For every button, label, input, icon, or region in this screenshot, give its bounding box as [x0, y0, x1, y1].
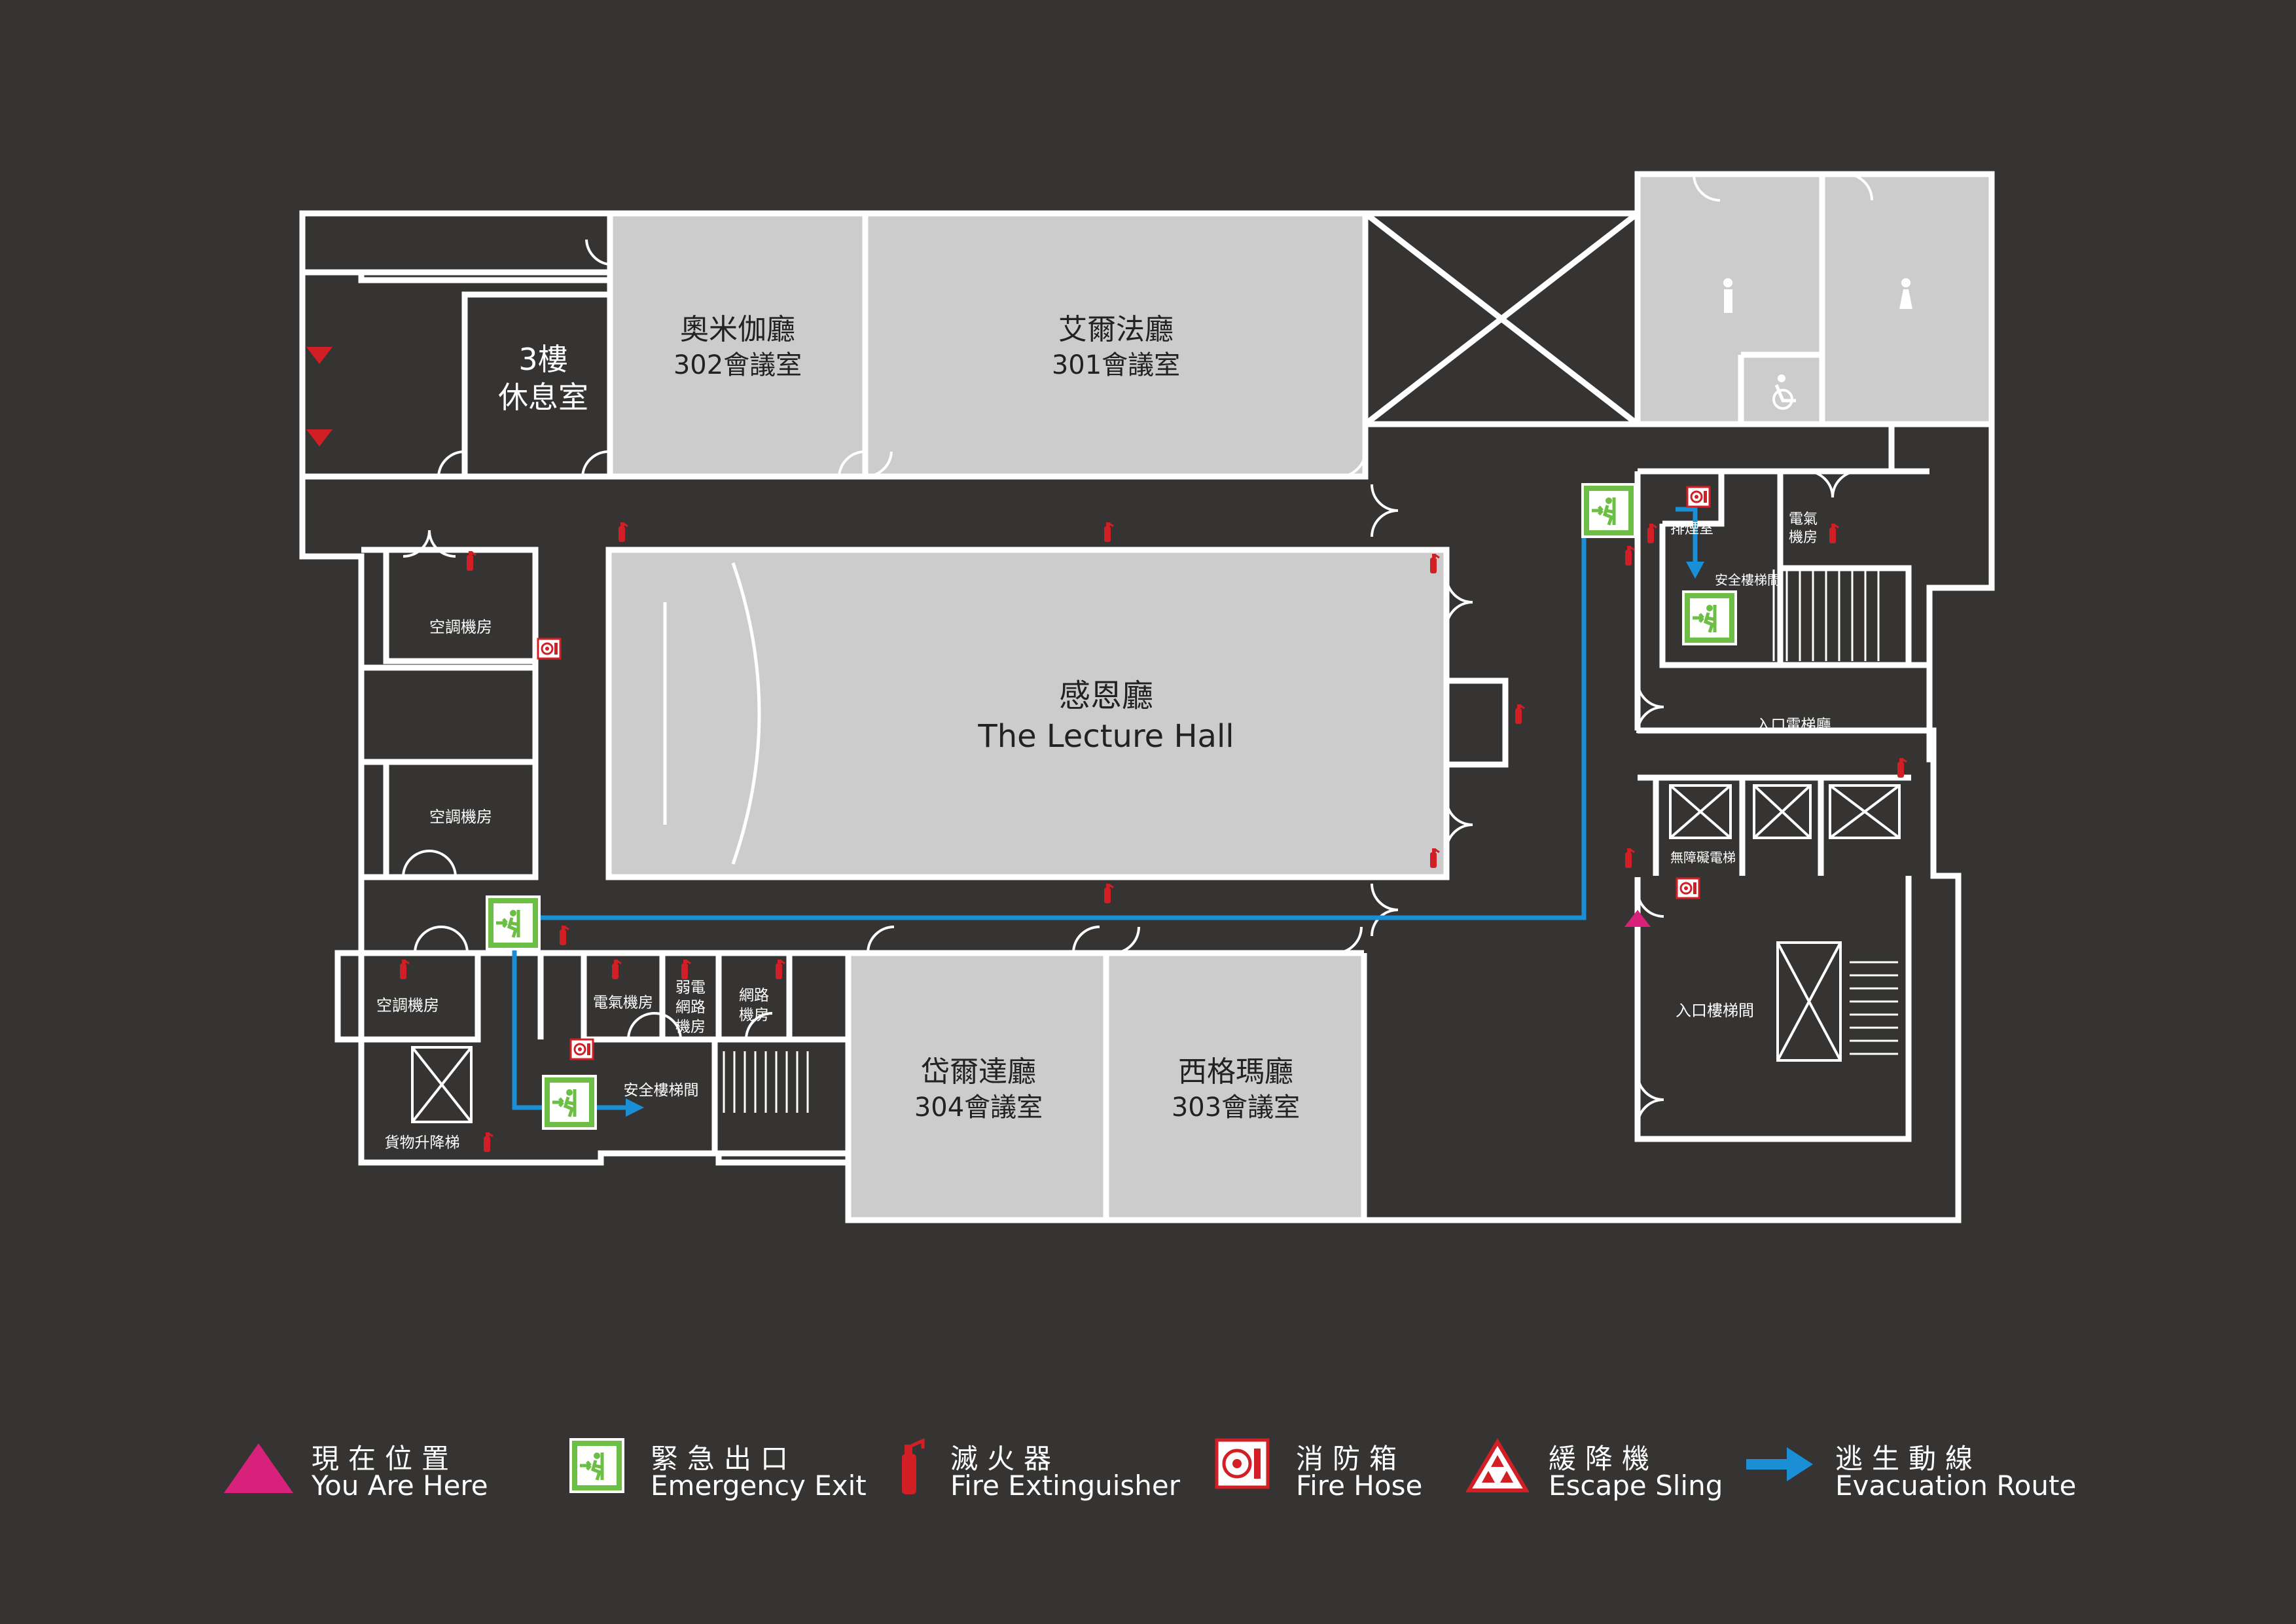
walls [299, 171, 1995, 1223]
label-stair-right: 安全樓梯間 [1715, 572, 1780, 588]
legend-fire-extinguisher-zh: 滅火器 [950, 1443, 1061, 1475]
label-network-room: 網路 機房 [739, 987, 769, 1024]
room-303-name: 西格瑪廳 [1178, 1055, 1293, 1089]
room-304-sub: 304會議室 [914, 1092, 1043, 1123]
room-302-sub: 302會議室 [673, 350, 802, 380]
legend-fire-extinguisher-en: Fire Extinguisher [950, 1470, 1181, 1502]
room-303[interactable]: 西格瑪廳 303會議室 [1107, 1054, 1364, 1125]
label-ac-room-2: 空調機房 [429, 808, 492, 826]
room-302-name: 奧米伽廳 [680, 313, 795, 346]
evacuation-route-icon [1746, 1447, 1813, 1481]
label-ac-room-1: 空調機房 [429, 618, 492, 636]
legend: 現在位置 You Are Here 緊急出口 Emergency Exit 滅火… [0, 1430, 2296, 1522]
legend-you-are-here-en: You Are Here [312, 1470, 488, 1502]
legend-evacuation-route: 逃生動線 Evacuation Route [1744, 1430, 2084, 1522]
legend-evacuation-route-zh: 逃生動線 [1835, 1443, 1982, 1475]
room-303-sub: 303會議室 [1171, 1092, 1300, 1123]
label-electrical-room: 電氣機房 [593, 994, 653, 1011]
legend-you-are-here: 現在位置 You Are Here [223, 1430, 497, 1522]
lecture-hall[interactable]: 感恩廳 The Lecture Hall [785, 676, 1427, 757]
fire-hose-icon [1215, 1438, 1270, 1489]
route-arrowheads [626, 562, 1704, 1117]
you-are-here-marker [1624, 910, 1651, 927]
label-ac-room-3: 空調機房 [376, 996, 439, 1015]
legend-fire-extinguisher: 滅火器 Fire Extinguisher [894, 1430, 1195, 1522]
label-electrical-room-2: 電氣 機房 [1788, 511, 1818, 546]
legend-escape-sling-zh: 緩降機 [1549, 1443, 1659, 1475]
label-freight-lift: 貨物升降梯 [384, 1134, 460, 1151]
legend-you-are-here-zh: 現在位置 [312, 1443, 459, 1475]
label-lounge: 3樓 休息室 [498, 342, 588, 415]
door-swings [402, 173, 1873, 1127]
escape-slings [306, 334, 332, 446]
shaft-marks [411, 784, 1901, 1123]
legend-evacuation-route-en: Evacuation Route [1835, 1470, 2077, 1502]
room-fills [609, 174, 1992, 1220]
stair-treads [723, 569, 1898, 1113]
legend-fire-hose: 消防箱 Fire Hose [1215, 1430, 1463, 1522]
label-weak-current-room: 弱電 網路 機房 [675, 979, 706, 1036]
label-lift-hall: 入口電梯廳 [1755, 717, 1831, 734]
escape-sling-icon [1466, 1438, 1529, 1492]
fire-extinguisher-icon [902, 1438, 925, 1494]
you-are-here-icon [224, 1443, 293, 1493]
emergency-exit-icon [569, 1438, 626, 1494]
label-stair-left: 安全樓梯間 [623, 1082, 699, 1099]
label-entrance-stair: 入口樓梯間 [1676, 1001, 1754, 1020]
legend-fire-hose-zh: 消防箱 [1296, 1443, 1407, 1475]
label-smoke-room: 排煙室 [1670, 521, 1713, 537]
stage-detail [663, 562, 761, 865]
label-accessible-lift: 無障礙電梯 [1670, 850, 1736, 865]
lecture-hall-sub: The Lecture Hall [978, 718, 1234, 755]
room-301-sub: 301會議室 [1051, 350, 1181, 380]
legend-escape-sling: 緩降機 Escape Sling [1466, 1430, 1754, 1522]
room-301[interactable]: 艾爾法廳 301會議室 [867, 312, 1365, 382]
legend-emergency-exit: 緊急出口 Emergency Exit [569, 1430, 870, 1522]
room-302[interactable]: 奧米伽廳 302會議室 [610, 312, 865, 382]
legend-emergency-exit-zh: 緊急出口 [651, 1443, 798, 1475]
legend-fire-hose-en: Fire Hose [1296, 1470, 1423, 1502]
restroom-icons [1723, 278, 1912, 410]
room-304-name: 岱爾達廳 [921, 1055, 1036, 1089]
lecture-hall-name: 感恩廳 [1058, 677, 1153, 714]
legend-escape-sling-en: Escape Sling [1549, 1470, 1723, 1502]
room-301-name: 艾爾法廳 [1058, 313, 1174, 346]
room-304[interactable]: 岱爾達廳 304會議室 [851, 1054, 1106, 1125]
legend-emergency-exit-en: Emergency Exit [651, 1470, 867, 1502]
